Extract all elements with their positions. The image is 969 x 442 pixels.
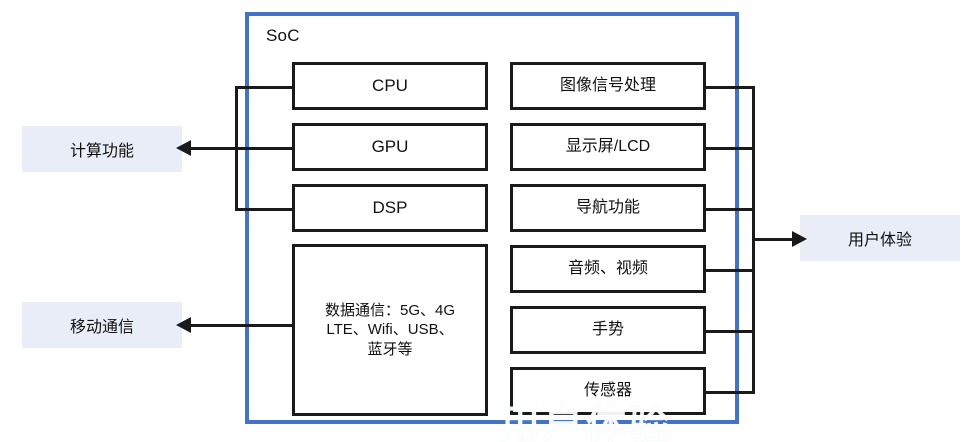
connector-audio-stub [705, 269, 755, 272]
module-sensor[interactable]: 传感器 [510, 367, 706, 415]
module-dsp[interactable]: DSP [292, 184, 488, 232]
connector-gesture-stub [705, 330, 755, 333]
module-audio-video[interactable]: 音频、视频 [510, 245, 706, 293]
module-gpu-label: GPU [371, 137, 409, 157]
output-label-mobile-communication[interactable]: 移动通信 [22, 302, 182, 348]
module-gesture[interactable]: 手势 [510, 306, 706, 354]
connector-comms-to-label [190, 324, 294, 327]
connector-experience-to-label [752, 238, 794, 241]
arrow-experience-output [792, 231, 807, 247]
connector-sensor-stub [705, 391, 755, 394]
module-cpu-label: CPU [372, 76, 408, 96]
module-navigation[interactable]: 导航功能 [510, 184, 706, 232]
module-audio-video-label: 音频、视频 [567, 259, 648, 277]
output-label-user-experience-text: 用户体验 [847, 232, 912, 249]
module-cpu[interactable]: CPU [292, 62, 488, 110]
module-image-signal-processing-label: 图像信号处理 [559, 76, 656, 94]
module-image-signal-processing[interactable]: 图像信号处理 [510, 62, 706, 110]
arrow-comms-output [176, 317, 191, 333]
connector-gpu-stub [235, 147, 293, 150]
module-dsp-label: DSP [372, 198, 408, 218]
soc-boundary [245, 12, 739, 424]
connector-dsp-stub [235, 208, 293, 211]
connector-isp-stub [705, 86, 755, 89]
connector-compute-to-label [190, 147, 238, 150]
module-display-lcd-label: 显示屏/LCD [565, 137, 651, 155]
module-data-communication-line-1: 数据通信：5G、4G [324, 302, 456, 320]
connector-cpu-stub [235, 86, 293, 89]
arrow-compute-output [176, 140, 191, 156]
output-label-compute[interactable]: 计算功能 [22, 126, 182, 172]
soc-label: SoC [266, 26, 300, 45]
module-gesture-label: 手势 [591, 320, 624, 338]
output-label-user-experience[interactable]: 用户体验 [800, 215, 960, 261]
module-gpu[interactable]: GPU [292, 123, 488, 171]
output-label-compute-text: 计算功能 [69, 143, 134, 160]
output-label-mobile-communication-text: 移动通信 [69, 319, 134, 336]
connector-display-stub [705, 147, 755, 150]
module-display-lcd[interactable]: 显示屏/LCD [510, 123, 706, 171]
module-data-communication-line-3: 蓝牙等 [367, 340, 413, 358]
module-data-communication[interactable]: 数据通信：5G、4G LTE、Wifi、USB、 蓝牙等 [292, 244, 488, 416]
module-navigation-label: 导航功能 [575, 198, 640, 216]
module-sensor-label: 传感器 [583, 381, 632, 399]
connector-navigation-stub [705, 208, 755, 211]
module-data-communication-line-2: LTE、Wifi、USB、 [326, 321, 454, 339]
